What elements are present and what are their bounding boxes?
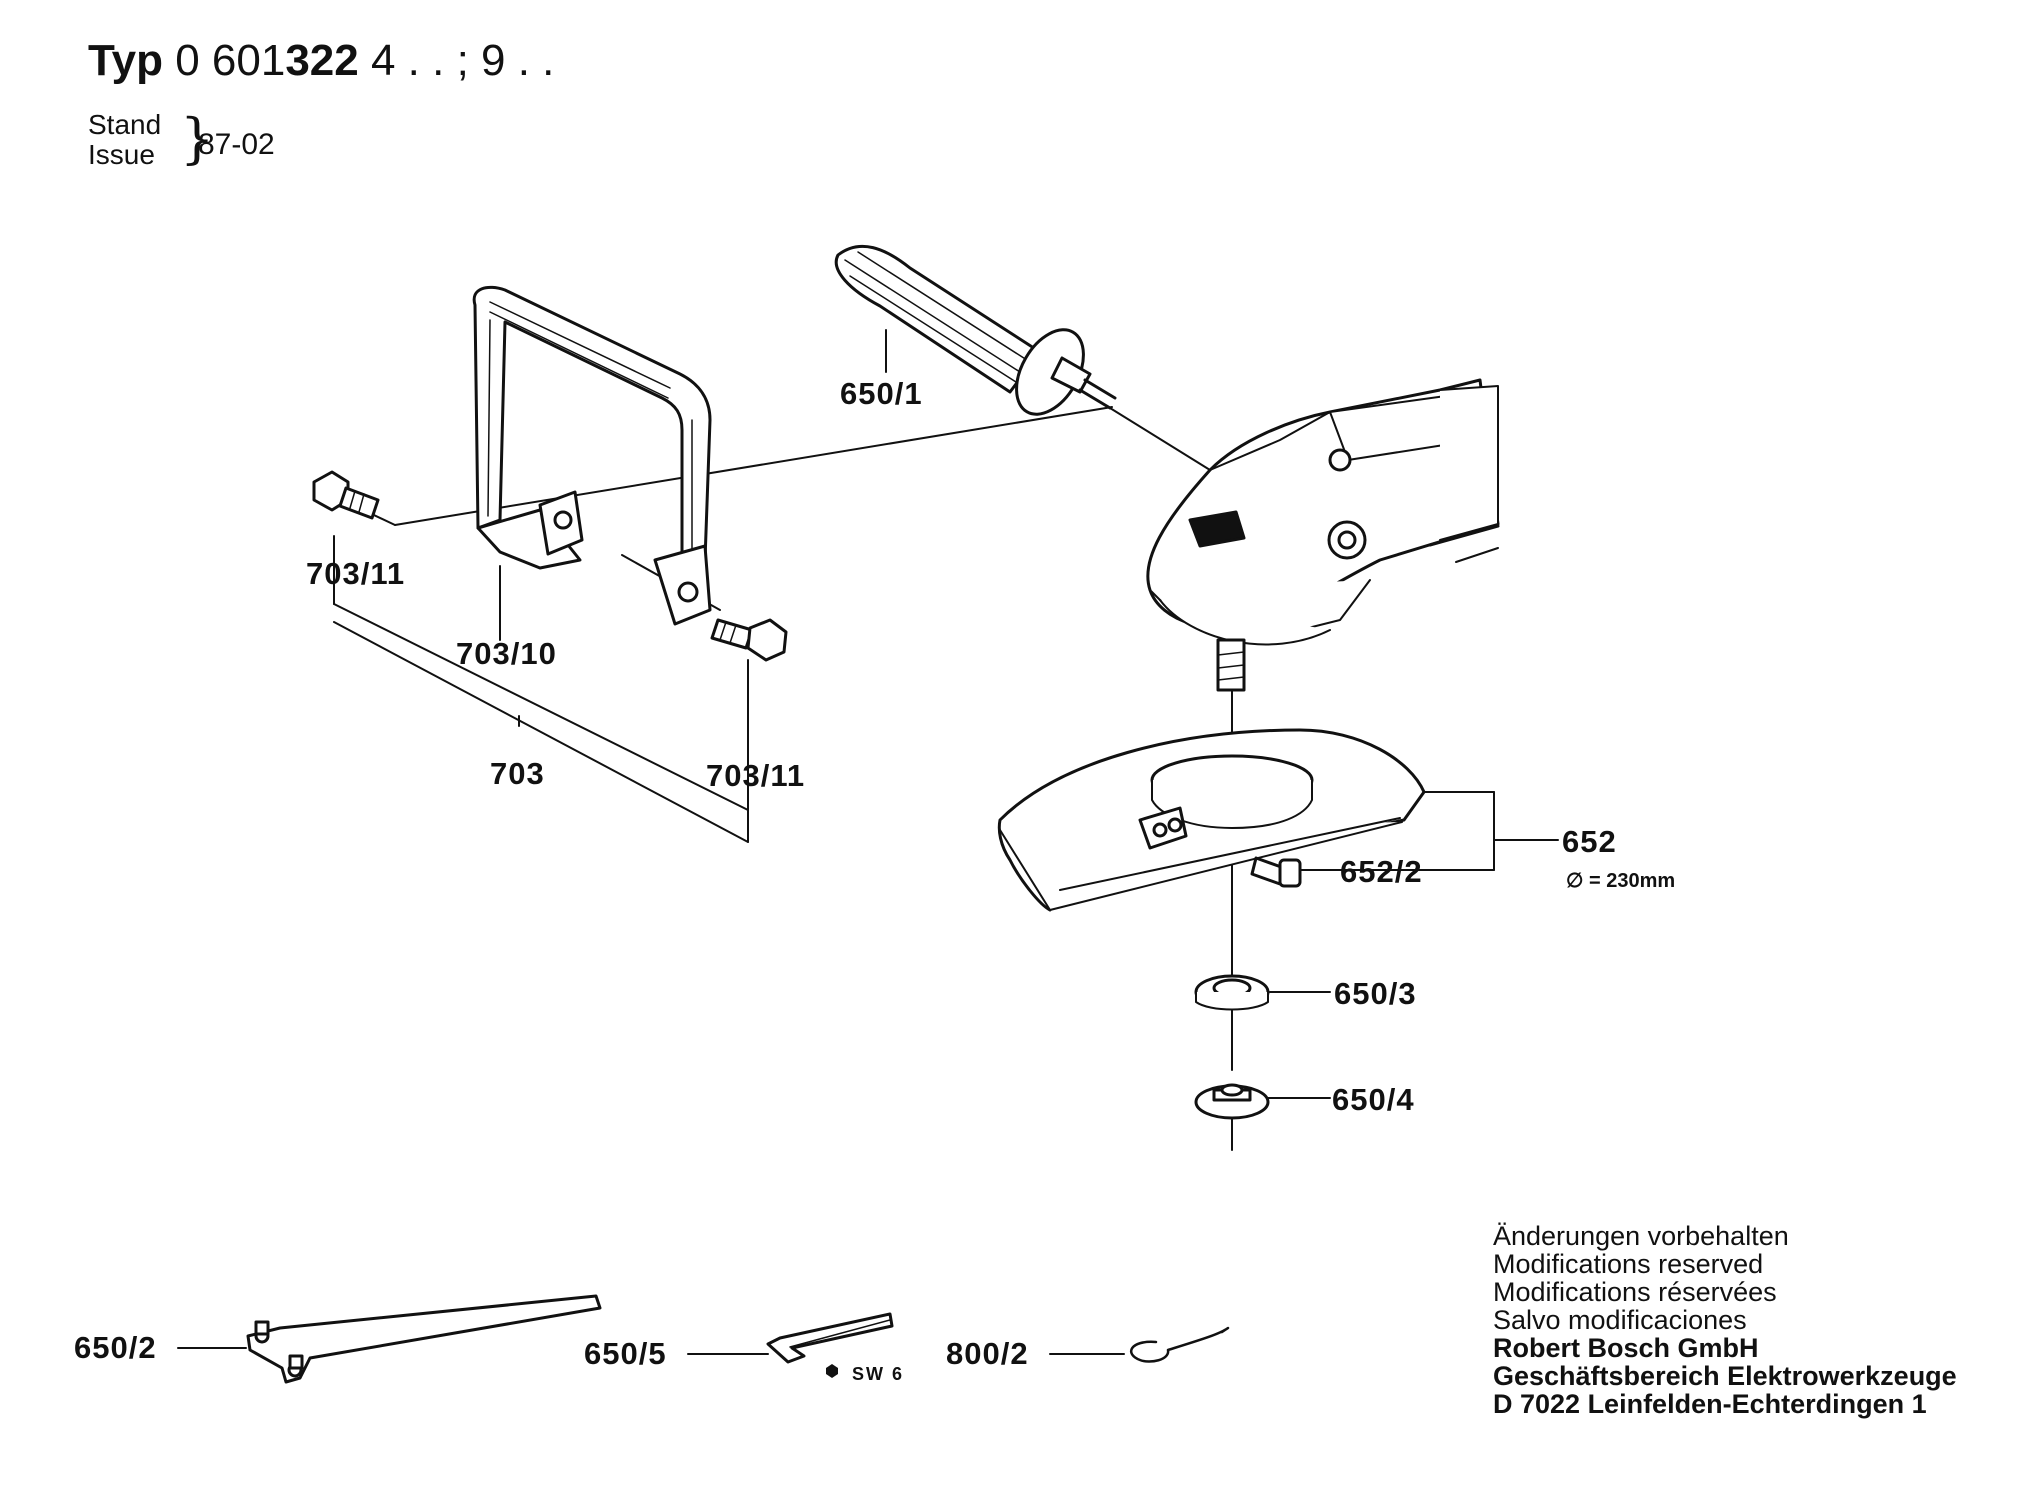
side-handle-part bbox=[834, 244, 1117, 416]
issue-label: Issue bbox=[88, 139, 155, 170]
label-703-11-right: 703/11 bbox=[706, 758, 806, 793]
bolt-part-right bbox=[710, 618, 788, 662]
retaining-clip-part bbox=[1129, 1326, 1230, 1363]
notes-block: Änderungen vorbehalten Modifications res… bbox=[1493, 1222, 1957, 1418]
label-652-2: 652/2 bbox=[1340, 854, 1423, 889]
wrench-size-note: SW 6 bbox=[852, 1364, 905, 1384]
type-heading: Typ 0 601322 4 . . ; 9 . . bbox=[88, 36, 554, 86]
issue-date: 87-02 bbox=[198, 128, 275, 161]
typ-label: Typ bbox=[88, 36, 163, 85]
note-spanish: Salvo modificaciones bbox=[1493, 1305, 1747, 1335]
note-german: Änderungen vorbehalten bbox=[1493, 1221, 1789, 1251]
grinder-body-part bbox=[1146, 378, 1500, 692]
company-address: D 7022 Leinfelden-Echterdingen 1 bbox=[1493, 1389, 1927, 1419]
company-name: Robert Bosch GmbH bbox=[1493, 1333, 1759, 1363]
bolt-part-left bbox=[312, 470, 380, 520]
label-650-4: 650/4 bbox=[1332, 1082, 1415, 1117]
code-part-1: 0 601 bbox=[175, 36, 286, 85]
bow-handle-part bbox=[472, 285, 712, 626]
company-division: Geschäftsbereich Elektrowerkzeuge bbox=[1493, 1361, 1957, 1391]
wheel-guard-part bbox=[997, 728, 1426, 912]
spanner-part bbox=[246, 1294, 602, 1384]
guard-screw-part bbox=[1250, 856, 1302, 888]
diameter-note: ∅ = 230mm bbox=[1566, 870, 1676, 892]
code-part-2: 322 bbox=[285, 36, 359, 85]
hex-key-part bbox=[766, 1312, 894, 1364]
label-703: 703 bbox=[490, 756, 545, 791]
label-650-5: 650/5 bbox=[584, 1336, 667, 1371]
label-650-1: 650/1 bbox=[840, 376, 923, 411]
mounting-flange-part bbox=[1194, 974, 1270, 1011]
label-800-2: 800/2 bbox=[946, 1336, 1029, 1371]
label-703-11-left: 703/11 bbox=[306, 556, 406, 591]
label-652: 652 bbox=[1562, 824, 1617, 859]
code-part-3: 4 . . ; 9 . . bbox=[370, 36, 555, 85]
label-703-10: 703/10 bbox=[456, 636, 557, 671]
note-french: Modifications réservées bbox=[1493, 1277, 1777, 1307]
brace-symbol: } bbox=[180, 107, 215, 170]
stand-label: Stand bbox=[88, 109, 162, 140]
clamping-nut-part bbox=[1194, 1083, 1270, 1120]
stand-issue-block: Stand Issue bbox=[88, 110, 161, 170]
label-650-3: 650/3 bbox=[1334, 976, 1417, 1011]
note-english: Modifications reserved bbox=[1493, 1249, 1764, 1279]
label-650-2: 650/2 bbox=[74, 1330, 157, 1365]
hex-symbol-icon bbox=[826, 1364, 838, 1378]
